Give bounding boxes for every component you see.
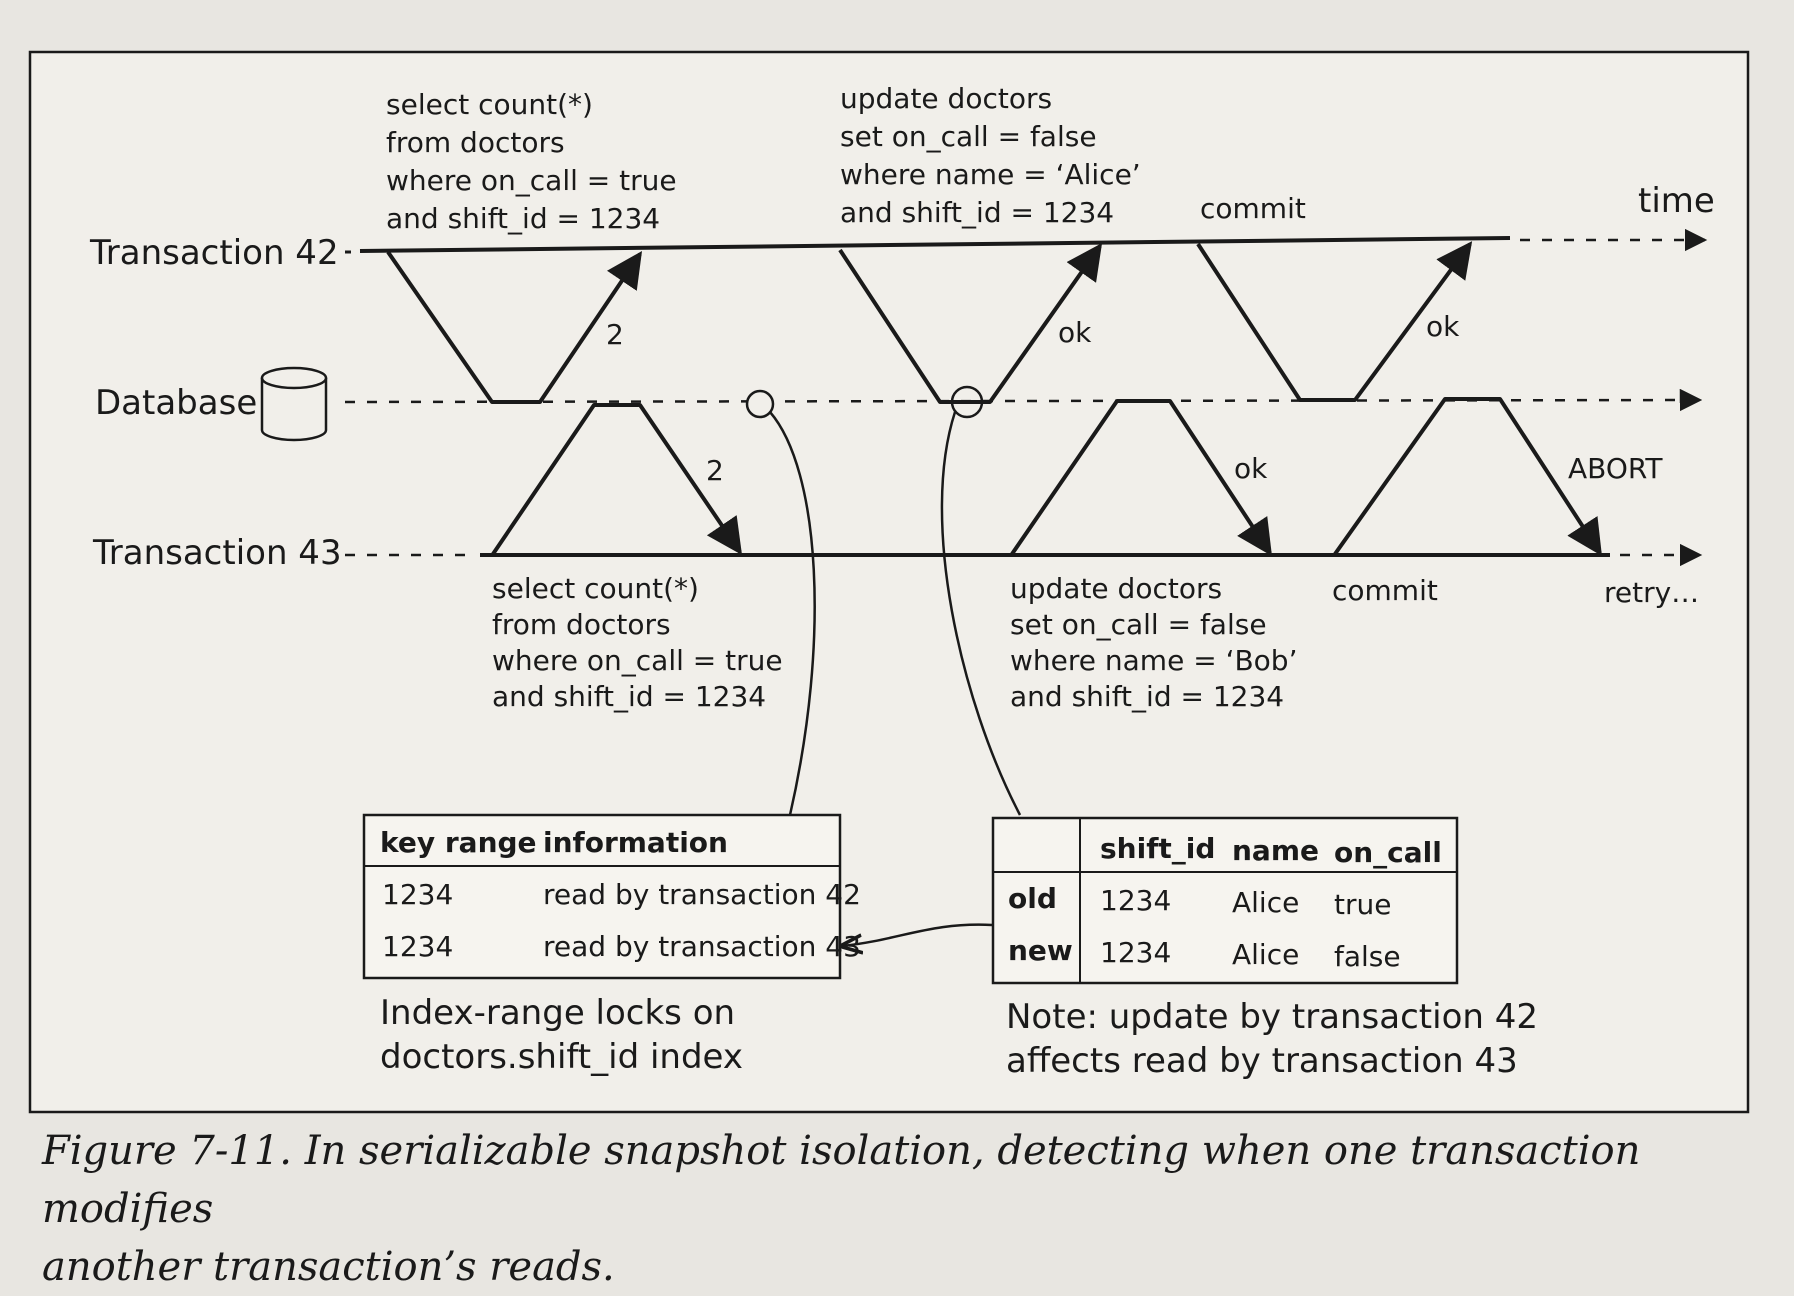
version-note-line-2: affects read by transaction 43 — [1006, 1041, 1518, 1081]
t42-select-path — [386, 250, 643, 404]
version-table-header-name: name — [1232, 834, 1319, 867]
database-cylinder-icon — [260, 366, 328, 442]
t42-commit-ok: ok — [1426, 310, 1460, 343]
version-row-old-on-call: true — [1334, 888, 1391, 921]
version-table-header-on-call: on_call — [1334, 836, 1442, 869]
t43-select-path — [491, 403, 743, 556]
version-row-old-name: Alice — [1232, 886, 1299, 919]
svg-text:and shift_id = 1234: and shift_id = 1234 — [386, 202, 660, 235]
t43-update-path — [1010, 399, 1272, 557]
lock-table-header-key-range: key range — [380, 826, 537, 859]
lane-label-transaction-42: Transaction 42 — [89, 233, 339, 273]
svg-text:update doctors: update doctors — [840, 82, 1052, 115]
t42-commit-path — [1196, 241, 1473, 402]
version-row-new-name: Alice — [1232, 938, 1299, 971]
lock-table-header-information: information — [543, 826, 728, 859]
svg-text:where name = ‘Bob’: where name = ‘Bob’ — [1010, 644, 1297, 677]
lock-table-row-1-key: 1234 — [382, 878, 453, 911]
t43-retry-label: retry… — [1604, 576, 1699, 609]
svg-text:where on_call = true: where on_call = true — [492, 644, 783, 677]
t42-query-text: select count(*) from doctors where on_ca… — [386, 88, 677, 235]
figure-caption: Figure 7-11. In serializable snapshot is… — [42, 1122, 1742, 1296]
t43-count-result: 2 — [706, 454, 724, 487]
svg-text:from doctors: from doctors — [492, 608, 671, 641]
lane-label-database: Database — [95, 383, 257, 423]
t42-count-result: 2 — [606, 318, 624, 351]
t43-read-marker — [745, 389, 775, 419]
svg-text:from doctors: from doctors — [386, 126, 565, 159]
svg-text:set on_call = false: set on_call = false — [840, 120, 1097, 153]
svg-text:select count(*): select count(*) — [386, 88, 593, 121]
lock-table-caption-line-1: Index-range locks on — [380, 993, 735, 1033]
version-row-new-shift-id: 1234 — [1100, 936, 1171, 969]
figure-caption-line-1: Figure 7-11. In serializable snapshot is… — [42, 1128, 1641, 1232]
t42-update-ok: ok — [1058, 316, 1092, 349]
diagram-canvas: Transaction 42 Database Transaction 43 t… — [28, 50, 1750, 1114]
t42-update-path — [838, 243, 1103, 404]
version-table-leader — [940, 411, 1022, 816]
figure-caption-line-2: another transaction’s reads. — [42, 1244, 615, 1290]
lock-table-caption-line-2: doctors.shift_id index — [380, 1037, 743, 1077]
t43-commit-label: commit — [1332, 574, 1438, 607]
svg-text:and shift_id = 1234: and shift_id = 1234 — [492, 680, 766, 713]
svg-text:update doctors: update doctors — [1010, 572, 1222, 605]
lock-table-row-2-key: 1234 — [382, 930, 453, 963]
t42-update-text: update doctors set on_call = false where… — [840, 82, 1141, 229]
version-row-old-label: old — [1008, 882, 1057, 915]
version-row-new-label: new — [1008, 934, 1073, 967]
version-row-old-shift-id: 1234 — [1100, 884, 1171, 917]
lock-table-leader — [769, 411, 816, 816]
svg-text:and shift_id = 1234: and shift_id = 1234 — [840, 196, 1114, 229]
t43-update-ok: ok — [1234, 452, 1268, 485]
lane-label-transaction-43: Transaction 43 — [92, 533, 342, 573]
t42-write-marker — [950, 385, 984, 419]
svg-text:select count(*): select count(*) — [492, 572, 699, 605]
svg-text:set on_call = false: set on_call = false — [1010, 608, 1267, 641]
version-table: shift_id name on_call old 1234 Alice tru… — [991, 816, 1459, 985]
t43-abort-label: ABORT — [1568, 452, 1663, 485]
svg-text:and shift_id = 1234: and shift_id = 1234 — [1010, 680, 1284, 713]
t42-commit-label: commit — [1200, 192, 1306, 225]
timeline-transaction-42 — [345, 228, 1708, 254]
lock-table-row-2-info: read by transaction 43 — [543, 930, 861, 963]
version-row-new-on-call: false — [1334, 940, 1401, 973]
time-label: time — [1638, 181, 1715, 221]
figure: Transaction 42 Database Transaction 43 t… — [28, 50, 1750, 1290]
t43-commit-path — [1333, 397, 1602, 557]
version-table-header-shift-id: shift_id — [1100, 832, 1215, 865]
svg-text:where on_call = true: where on_call = true — [386, 164, 677, 197]
version-note-line-1: Note: update by transaction 42 — [1006, 997, 1538, 1037]
t43-query-text: select count(*) from doctors where on_ca… — [492, 572, 783, 713]
lock-table-row-1-info: read by transaction 42 — [543, 878, 861, 911]
conflict-arrow — [842, 923, 993, 946]
svg-text:where name = ‘Alice’: where name = ‘Alice’ — [840, 158, 1141, 191]
figure-frame — [28, 50, 1750, 1114]
t43-update-text: update doctors set on_call = false where… — [1010, 572, 1297, 713]
lock-table: key range information 1234 read by trans… — [362, 813, 861, 980]
